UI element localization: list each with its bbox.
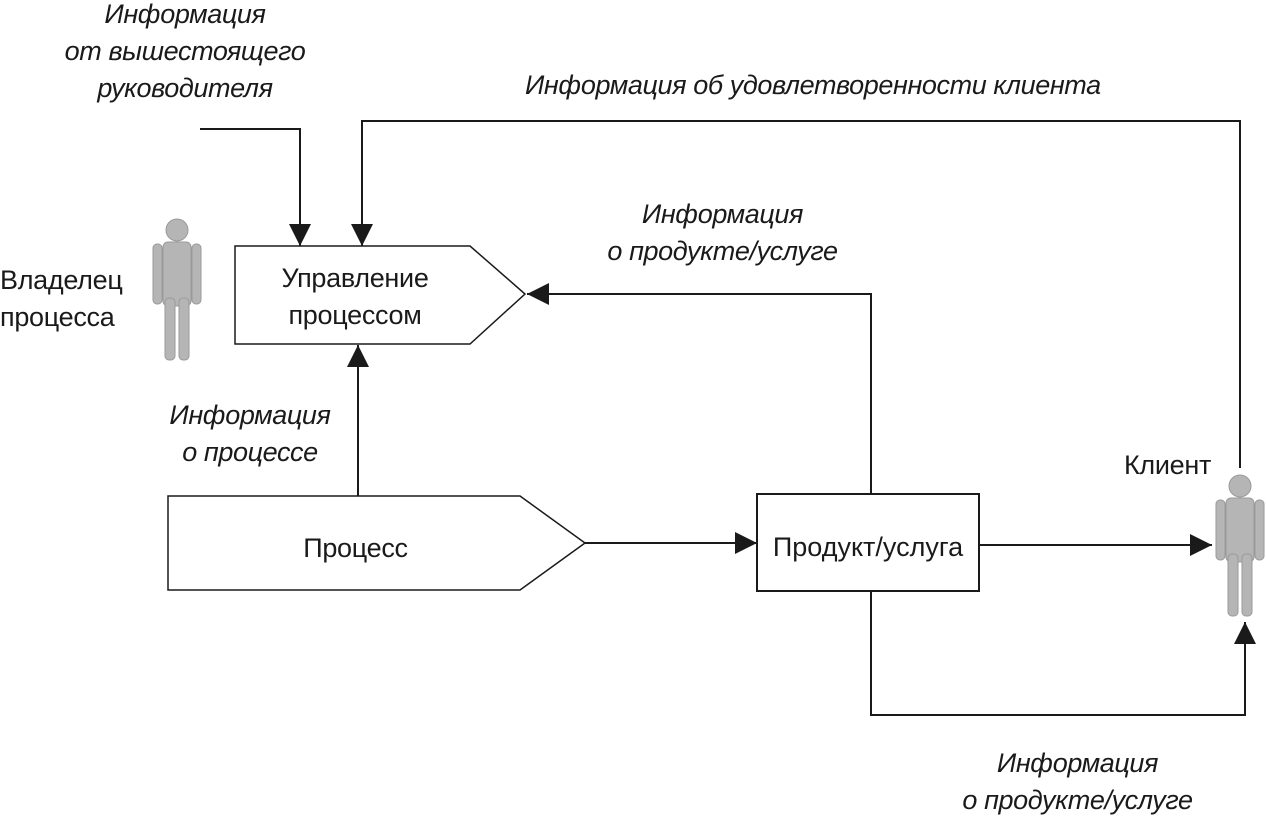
product-info-to-client-arrow — [870, 591, 1256, 716]
product-info-to-management-arrow — [527, 283, 872, 494]
customer-satisfaction-arrow — [351, 120, 1241, 468]
process-label: Процесс — [303, 533, 408, 563]
process-management-shape — [234, 245, 527, 345]
process-owner-icon — [152, 218, 202, 361]
process-owner-label: Владелец процесса — [0, 265, 123, 332]
process-management-label: Управление процессом — [281, 263, 429, 330]
superior-info-arrow — [200, 128, 311, 246]
product-info-top-label: Информация о продукте/услуге — [607, 199, 838, 266]
product-service-label: Продукт/услуга — [772, 532, 964, 562]
product-service-box — [756, 493, 980, 592]
client-icon — [1215, 474, 1265, 617]
process-info-label: Информация о процессе — [169, 400, 331, 467]
client-label: Клиент — [1124, 450, 1212, 480]
customer-satisfaction-label: Информация об удовлетворенности клиента — [525, 70, 1101, 100]
process-shape — [167, 495, 587, 591]
product-info-bottom-label: Информация о продукте/услуге — [962, 748, 1193, 815]
superior-info-label: Информация от вышестоящего руководителя — [64, 0, 306, 103]
